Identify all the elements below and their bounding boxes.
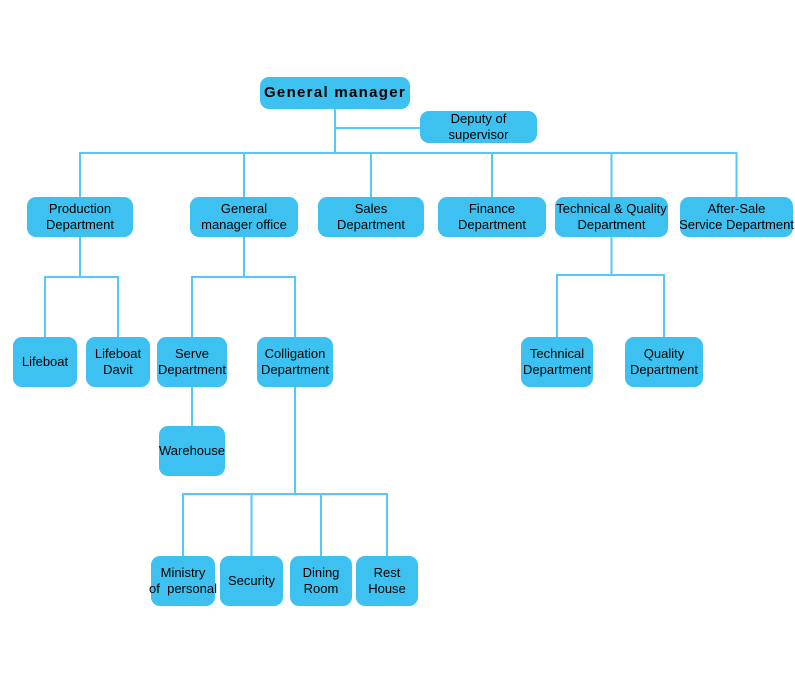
node-sales-department: Sales Department (318, 197, 424, 237)
node-label: Deputy of supervisor (448, 111, 509, 142)
node-label: General manager office (201, 201, 287, 232)
node-label: Serve Department (158, 346, 226, 377)
node-label: Finance Department (458, 201, 526, 232)
node-lifeboat-davit: Lifeboat Davit (86, 337, 150, 387)
node-deputy-of-supervisor: Deputy of supervisor (420, 111, 537, 143)
node-ministry-of-personal: Ministry of personal (149, 556, 217, 606)
node-serve-department: Serve Department (157, 337, 227, 387)
node-label: Security (228, 573, 275, 588)
node-label: Colligation Department (261, 346, 329, 377)
node-label: After-Sale Service Department (679, 201, 794, 232)
node-label: General manager (263, 84, 407, 101)
node-label: Lifeboat (21, 354, 69, 369)
node-warehouse: Warehouse (159, 426, 225, 476)
node-after-sale-service-department: After-Sale Service Department (679, 197, 794, 237)
node-label: Technical & Quality Department (556, 201, 667, 232)
node-label: Warehouse (159, 443, 225, 458)
node-technical-department: Technical Department (521, 337, 593, 387)
node-general-manager-office: General manager office (190, 197, 298, 237)
node-label: Technical Department (523, 346, 591, 377)
node-colligation-department: Colligation Department (257, 337, 333, 387)
node-technical-quality-department: Technical & Quality Department (555, 197, 668, 237)
node-dining-room: Dining Room (290, 556, 352, 606)
node-security: Security (220, 556, 283, 606)
node-label: Quality Department (630, 346, 698, 377)
node-label: Rest House (368, 565, 406, 596)
node-label: Sales Department (337, 201, 405, 232)
node-finance-department: Finance Department (438, 197, 546, 237)
node-production-department: Production Department (27, 197, 133, 237)
node-general-manager: General manager (260, 77, 410, 109)
node-rest-house: Rest House (356, 556, 418, 606)
node-quality-department: Quality Department (625, 337, 703, 387)
node-label: Ministry of personal (149, 565, 217, 596)
node-lifeboat: Lifeboat (13, 337, 77, 387)
node-label: Lifeboat Davit (94, 346, 142, 377)
node-label: Production Department (46, 201, 114, 232)
node-label: Dining Room (302, 565, 340, 596)
